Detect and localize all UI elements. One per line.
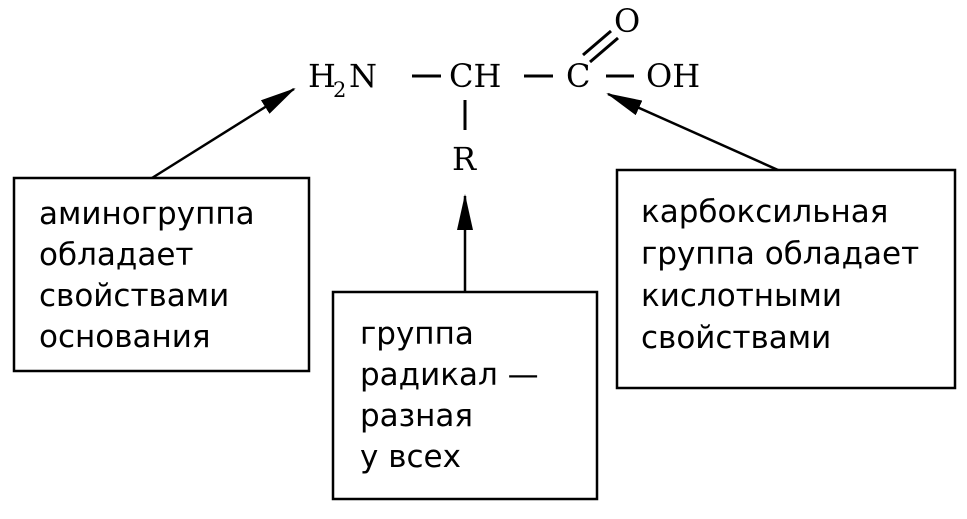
radical-box-frame — [331, 290, 599, 501]
radical-group-box: группа радикал — разная у всех — [331, 290, 599, 501]
radical-box-line-2: радикал — — [360, 357, 539, 393]
double-bond-line-2 — [589, 36, 619, 64]
carboxyl-carbon: C — [566, 57, 590, 95]
amine-nitrogen: N — [349, 57, 377, 95]
arrow-to-carboxyl — [606, 92, 779, 172]
radical-box-line-4: у всех — [360, 439, 461, 475]
radical-box-line-1: группа — [360, 316, 474, 352]
carboxyl-box-line-1: карбоксильная — [641, 194, 888, 230]
amino-group-box: аминогруппа обладает свойствами основани… — [12, 176, 311, 373]
arrow-to-amino — [151, 87, 296, 180]
carboxyl-box-line-3: кислотными — [641, 278, 842, 314]
amino-box-line-3: свойствами — [39, 278, 229, 314]
carboxyl-box-frame — [615, 168, 957, 390]
carboxyl-box-line-2: группа обладает — [641, 236, 919, 272]
radical-group: R — [452, 140, 477, 178]
carbonyl-oxygen: O — [614, 2, 640, 40]
double-bond-line-1 — [582, 29, 612, 57]
amino-box-frame — [12, 176, 311, 373]
carboxyl-group-box: карбоксильная группа обладает кислотными… — [615, 168, 957, 390]
amine-hydrogen: H — [308, 57, 336, 95]
amino-box-line-1: аминогруппа — [39, 196, 255, 232]
amine-subscript: 2 — [333, 78, 346, 102]
carboxyl-box-line-4: свойствами — [641, 320, 831, 356]
structural-formula: H 2 N CH C O OH R — [308, 2, 700, 178]
amino-box-line-2: обладает — [39, 237, 193, 273]
alpha-carbon: CH — [449, 57, 501, 95]
amino-box-line-4: основания — [39, 319, 211, 355]
hydroxyl-group: OH — [646, 57, 700, 95]
radical-box-line-3: разная — [360, 398, 473, 434]
